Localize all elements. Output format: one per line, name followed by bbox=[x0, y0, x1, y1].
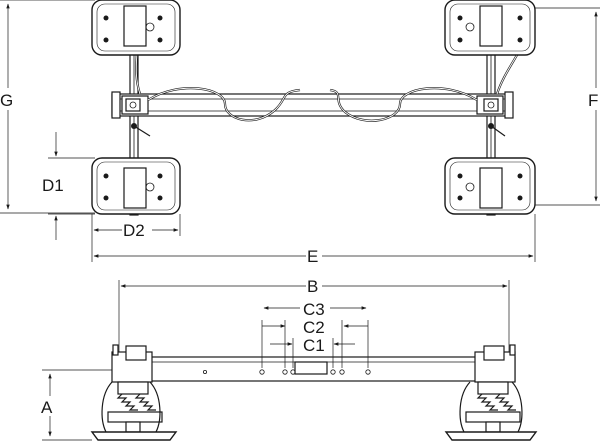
dimension-label-c3: C3 bbox=[303, 300, 325, 319]
pad-bottom-right bbox=[444, 157, 536, 215]
dimension-label-b: B bbox=[307, 277, 318, 296]
right-beam-clamp bbox=[476, 95, 504, 115]
side-beam bbox=[119, 356, 516, 382]
left-beam-clamp bbox=[121, 95, 149, 115]
pad-bottom-left bbox=[91, 157, 181, 215]
dimension-c1: C1 bbox=[270, 336, 355, 368]
side-view: B C3 C2 C1 bbox=[38, 275, 538, 441]
dimension-e: E bbox=[91, 214, 536, 266]
dimension-a: A bbox=[38, 369, 112, 441]
pad-top-right bbox=[444, 0, 536, 56]
dimension-label-c2: C2 bbox=[303, 318, 325, 337]
dimension-label-g: G bbox=[0, 91, 13, 110]
right-lever bbox=[488, 123, 506, 137]
dimension-b: B bbox=[118, 275, 510, 352]
pad-top-left bbox=[91, 0, 181, 56]
dimension-d1: D1 bbox=[42, 132, 95, 240]
dimension-label-e: E bbox=[307, 247, 318, 266]
horizontal-beam bbox=[111, 91, 514, 119]
dimension-label-a: A bbox=[41, 398, 53, 417]
side-left-assembly bbox=[90, 344, 178, 441]
dimension-d2: D2 bbox=[91, 214, 181, 240]
top-view: G F D1 D2 bbox=[0, 0, 600, 266]
side-right-assembly bbox=[444, 344, 538, 441]
dimension-g: G bbox=[0, 0, 95, 214]
dimension-label-f: F bbox=[588, 91, 598, 110]
dimension-c3: C3 bbox=[261, 300, 369, 368]
dimension-label-c1: C1 bbox=[303, 336, 325, 355]
left-lever bbox=[131, 123, 151, 137]
dimension-label-d2: D2 bbox=[123, 221, 145, 240]
dimension-label-d1: D1 bbox=[42, 176, 64, 195]
dimension-f: F bbox=[535, 7, 600, 206]
